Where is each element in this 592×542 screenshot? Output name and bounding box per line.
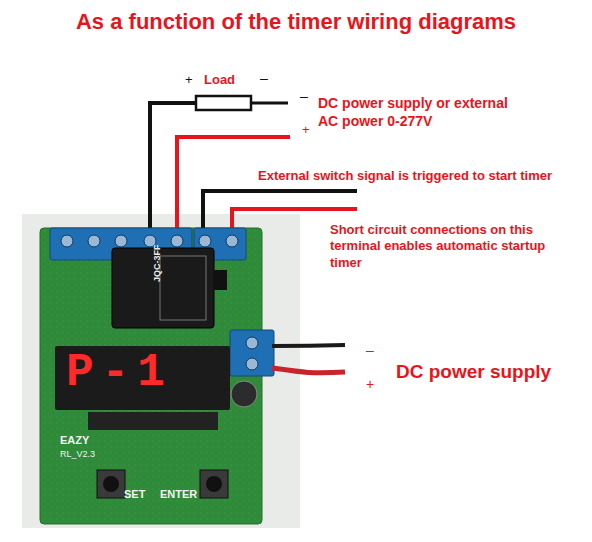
polarity-sign: – [300,88,308,106]
enter-button [200,470,228,498]
trigger-note: External switch signal is triggered to s… [258,168,552,184]
relay-label-panel [160,256,206,320]
load-label: Load [204,72,235,88]
polarity-sign: + [302,122,310,138]
power-terminal-block [230,330,274,376]
display-pins [88,412,218,430]
supply-note: DC power supply or external AC power 0-2… [318,95,508,130]
jumper [213,270,227,290]
power-cable [272,368,345,373]
board-marking: RL_V2.3 [60,449,95,460]
circuit-board [40,228,262,524]
photo-ground [22,214,300,528]
load-resistor-symbol [196,96,251,110]
relay [112,248,214,328]
relay-marking: JQC-3FF [152,244,163,282]
set-button [97,470,125,498]
power-cable [272,345,345,346]
auto-start-note: Short circuit connections on this termin… [330,222,580,271]
title: As a function of the timer wiring diagra… [0,8,592,36]
polarity-sign: + [366,376,374,394]
led-display [55,346,230,410]
polarity-sign: – [366,342,374,360]
capacitor [231,381,257,407]
display-readout: P-1 [66,350,221,396]
polarity-sign: – [260,70,268,88]
polarity-sign: + [185,72,193,88]
load-wire [150,103,196,234]
button-label: SET [124,488,145,502]
power-label: DC power supply [396,360,551,384]
button-label: ENTER [160,488,197,502]
load-wire [251,102,288,105]
board-marking: EAZY [60,434,89,448]
